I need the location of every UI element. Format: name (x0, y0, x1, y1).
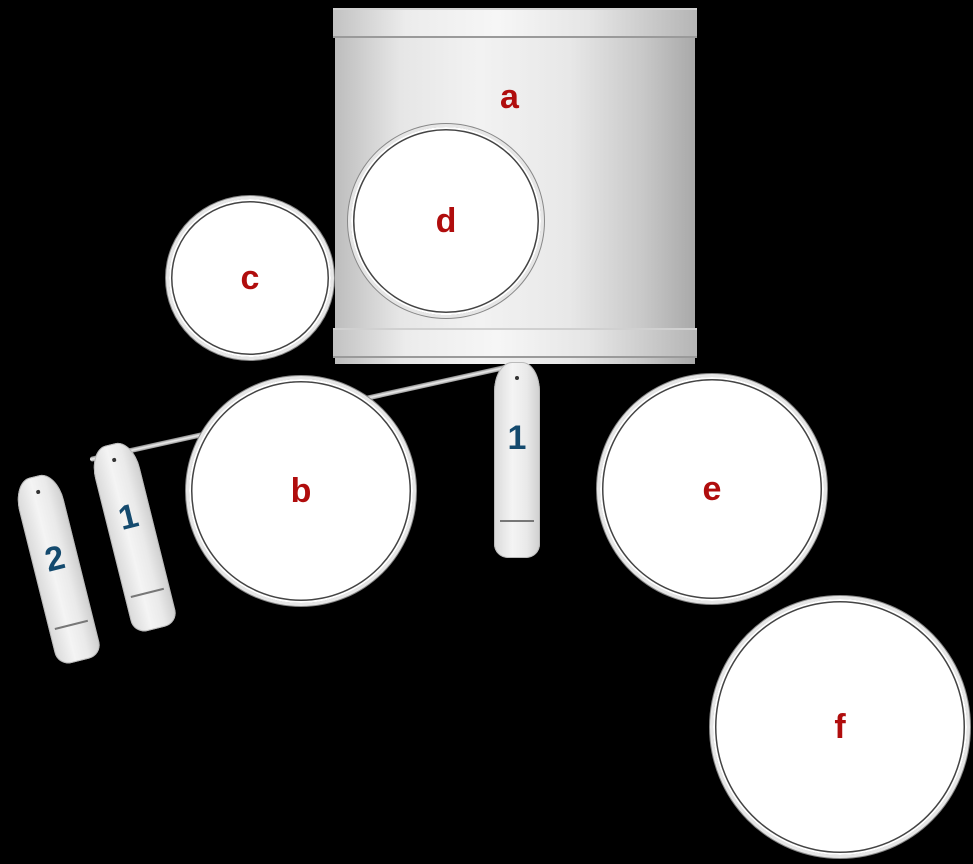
drum-e: e (597, 374, 827, 604)
pedal-left-2: 2 (12, 470, 103, 667)
drum-c: c (166, 196, 334, 360)
drum-label-b: b (290, 472, 312, 510)
drum-b: b (186, 376, 416, 606)
pedal-heel-hinge (54, 619, 89, 630)
pedal-pivot-icon (111, 457, 117, 463)
bass-drum-top-hoop (333, 8, 697, 38)
drum-label-f: f (834, 708, 846, 746)
drum-label-e: e (702, 470, 722, 508)
drum-label-c: c (240, 259, 260, 297)
pedal-heel-hinge (500, 520, 534, 522)
pedal-heel-hinge (130, 587, 165, 598)
pedal-center-1: 1 (494, 362, 540, 558)
drum-d: d (348, 124, 544, 318)
drum-label-d: d (435, 202, 457, 240)
pedal-label-left-2: 2 (41, 538, 69, 580)
pedal-pivot-icon (515, 376, 519, 380)
pedal-pivot-icon (35, 489, 41, 495)
drum-label-a: a (500, 78, 519, 116)
bass-drum-bottom-hoop (333, 328, 697, 358)
pedal-label-center-1: 1 (507, 419, 527, 457)
pedal-label-left-1: 1 (114, 496, 143, 538)
drum-f: f (710, 596, 970, 858)
pedal-left-1: 1 (88, 438, 179, 635)
